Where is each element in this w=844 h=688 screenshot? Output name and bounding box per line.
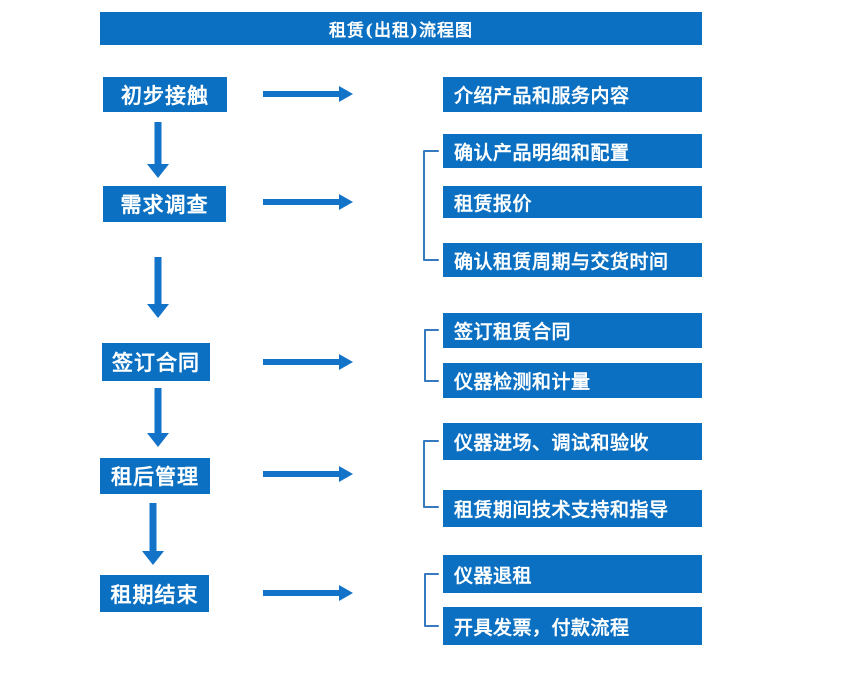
step-box-sign-contract: 签订合同: [102, 343, 210, 381]
output-box-instrument-testing: 仪器检测和计量: [443, 363, 702, 398]
down-arrow-step2-step3: [147, 257, 169, 318]
step-box-demand-survey: 需求调查: [103, 186, 226, 222]
right-arrow-step4: [263, 466, 353, 482]
output-box-introduce-products: 介绍产品和服务内容: [443, 77, 702, 112]
bracket-rental-end-outputs: [424, 573, 439, 627]
output-box-invoice-payment: 开具发票，付款流程: [443, 607, 702, 645]
down-arrow-step4-step5: [142, 503, 164, 565]
right-arrow-step2: [263, 194, 353, 210]
flowchart-title: 租赁(出租)流程图: [100, 12, 702, 45]
step-box-post-rental-management: 租后管理: [100, 458, 210, 494]
down-arrow-step3-step4: [147, 388, 169, 447]
right-arrow-step5: [263, 585, 353, 601]
output-box-instrument-return: 仪器退租: [443, 555, 702, 593]
bracket-sign-contract-outputs: [424, 329, 439, 382]
right-arrow-step3: [263, 354, 353, 370]
output-box-rental-quotation: 租赁报价: [443, 186, 702, 218]
step-box-initial-contact: 初步接触: [103, 77, 227, 112]
output-box-confirm-product-details: 确认产品明细和配置: [443, 134, 702, 168]
bracket-post-rental-outputs: [423, 440, 439, 508]
down-arrow-step1-step2: [147, 122, 169, 178]
output-box-confirm-rental-period: 确认租赁周期与交货时间: [443, 243, 702, 277]
output-box-sign-rental-contract: 签订租赁合同: [443, 313, 702, 348]
output-box-instrument-setup-acceptance: 仪器进场、调试和验收: [443, 423, 702, 460]
right-arrow-step1: [263, 86, 353, 102]
bracket-demand-survey-outputs: [423, 150, 439, 261]
step-box-rental-end: 租期结束: [100, 575, 209, 612]
output-box-technical-support: 租赁期间技术支持和指导: [443, 490, 702, 527]
